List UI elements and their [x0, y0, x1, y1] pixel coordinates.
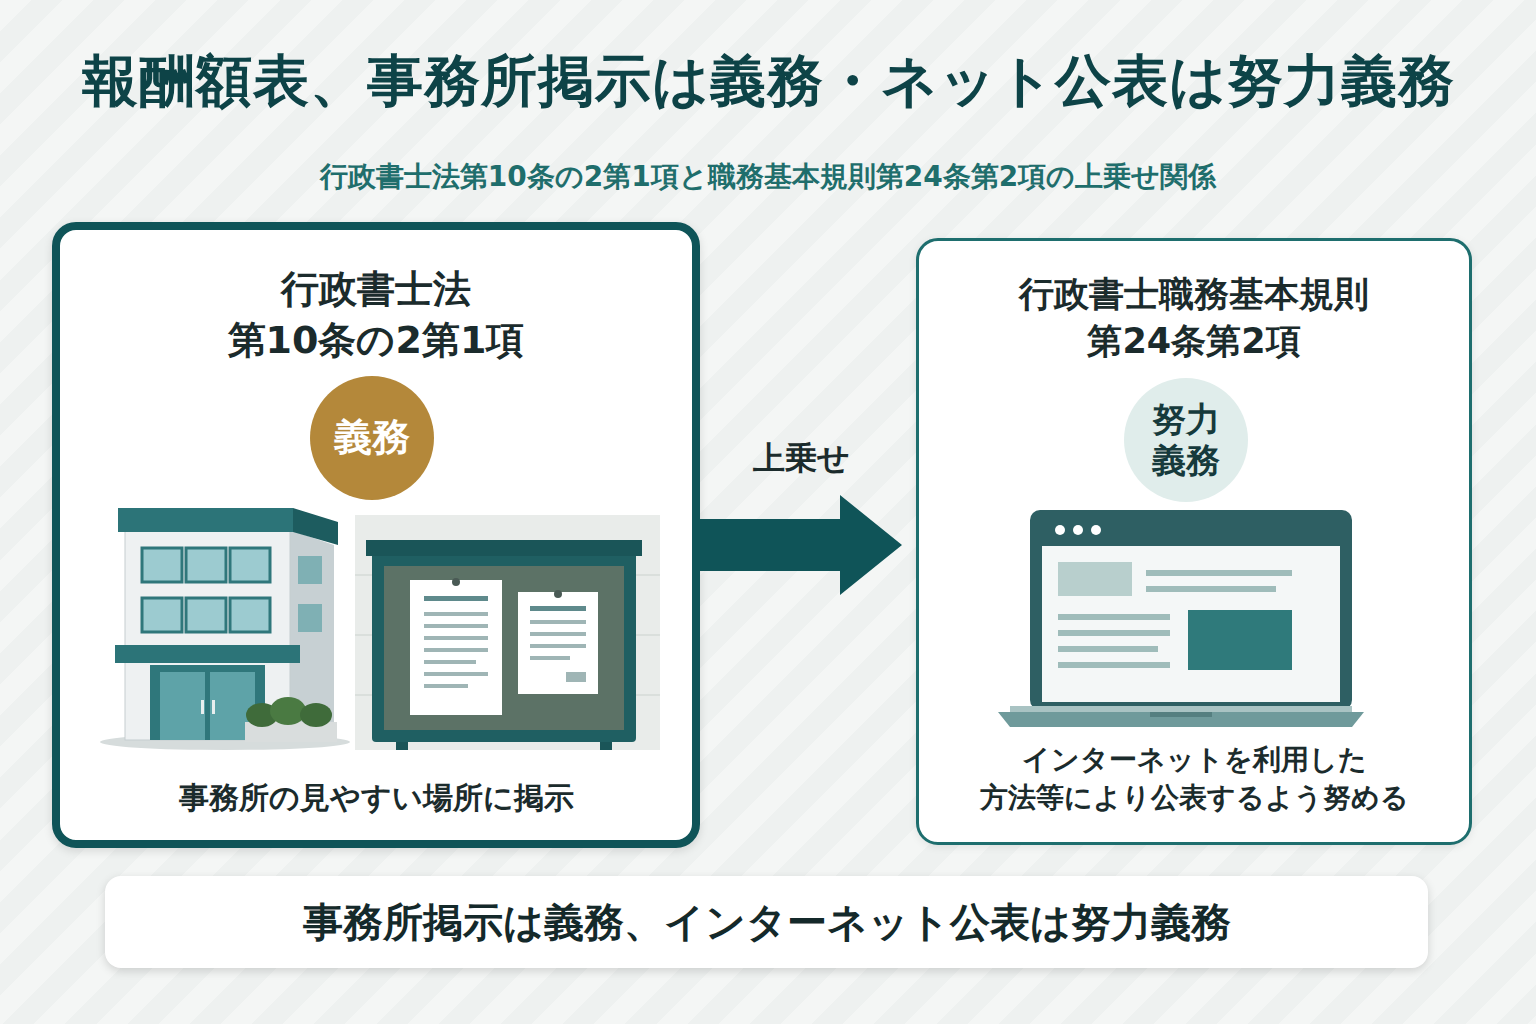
office-building-part [212, 700, 215, 714]
notice-board-part [410, 580, 502, 715]
notice-board-part [554, 590, 562, 598]
laptop-part [1146, 570, 1292, 576]
notice-board-part [566, 672, 586, 682]
notice-board-part [424, 648, 488, 652]
notice-board-part [384, 566, 624, 730]
laptop-part [1030, 510, 1352, 710]
laptop-part [1146, 586, 1276, 592]
duty-badge: 義務 [310, 376, 434, 500]
office-building-part [160, 672, 205, 740]
notice-board-part [530, 620, 586, 624]
edge-label: 上乗せ [701, 437, 901, 481]
summary-band: 事務所掲示は義務、インターネット公表は努力義務 [105, 876, 1428, 968]
notice-board-part [530, 632, 586, 636]
office-building-part [290, 530, 334, 740]
laptop-part [1058, 662, 1170, 668]
office-building-part [115, 645, 300, 663]
office-building-part [246, 703, 278, 727]
badge-circle-shape [310, 376, 434, 500]
effort-badge: 努力 義務 [1124, 378, 1248, 502]
notice-board-part [424, 612, 488, 616]
notice-board-part [424, 672, 488, 676]
notice-board-part [424, 596, 488, 601]
office-building-part [100, 734, 350, 750]
laptop [998, 510, 1364, 727]
laptop-part [1042, 546, 1340, 702]
laptop-part [1091, 525, 1101, 535]
block-arrow [700, 495, 902, 595]
notice-board-part [424, 684, 468, 688]
notice-board-part [518, 592, 598, 694]
laptop-part [998, 712, 1364, 727]
notice-board-part [424, 636, 488, 640]
notice-board-part [355, 515, 660, 750]
office-building [100, 508, 350, 750]
law-box: 行政書士法 第10条の2第1項事務所の見やすい場所に掲示 義務 [52, 222, 700, 848]
office-building-part [118, 508, 293, 532]
notice-board-part [530, 644, 586, 648]
summary-text: 事務所掲示は義務、インターネット公表は努力義務 [113, 898, 1420, 946]
office-building-part [186, 598, 226, 632]
office-building-part [245, 722, 337, 742]
office-building-part [298, 604, 322, 632]
notice-board-part [424, 660, 476, 664]
notice-board-part [355, 634, 660, 636]
notice-board-part [366, 540, 642, 556]
notice-board [355, 515, 660, 750]
office-building-part [186, 548, 226, 582]
office-building-part [150, 665, 265, 740]
office-building-part [270, 697, 306, 725]
notice-board-part [600, 742, 612, 750]
subtitle-label: 行政書士法第10条の2第1項と職務基本規則第24条第2項の上乗せ関係 [0, 158, 1536, 196]
notice-board-part [424, 624, 488, 628]
laptop-part [1058, 562, 1132, 596]
office-building-part [210, 672, 255, 740]
office-building-part [298, 556, 322, 584]
badge-text: 義務 [318, 415, 426, 461]
laptop-part [1055, 525, 1065, 535]
node-heading: 行政書士法 第10条の2第1項 [166, 264, 586, 367]
laptop-part [1058, 630, 1170, 636]
laptop-part [1188, 610, 1292, 670]
badge-text: 努力 義務 [1132, 399, 1240, 481]
laptop-part [1010, 706, 1352, 714]
office-building-part [230, 598, 270, 632]
laptop-part [1150, 712, 1212, 717]
notice-board-part [530, 656, 570, 660]
notice-board-part [530, 606, 586, 611]
laptop-part [1058, 614, 1170, 620]
office-building-part [230, 548, 270, 582]
office-building-part [293, 508, 338, 545]
notice-board-part [355, 574, 660, 576]
notice-board-part [452, 578, 460, 586]
notice-board-part [396, 742, 408, 750]
node-body: 事務所の見やすい場所に掲示 [76, 778, 676, 819]
office-building-part [300, 703, 332, 727]
badge-circle-shape [1124, 378, 1248, 502]
node-body: インターネットを利用した 方法等により公表するよう努める [924, 741, 1464, 817]
office-building-part [125, 530, 290, 740]
node-heading: 行政書士職務基本規則 第24条第2項 [974, 271, 1414, 366]
office-building-part [142, 598, 182, 632]
notice-board-part [355, 694, 660, 696]
office-building-part [142, 548, 182, 582]
rule-box: 行政書士職務基本規則 第24条第2項インターネットを利用した 方法等により公表す… [916, 238, 1472, 845]
diagram-title: 報酬額表、事務所掲示は義務・ネット公表は努力義務 [0, 44, 1536, 120]
office-building-part [201, 700, 204, 714]
laptop-part [1058, 646, 1158, 652]
notice-board-part [372, 552, 636, 742]
laptop-part [1073, 525, 1083, 535]
